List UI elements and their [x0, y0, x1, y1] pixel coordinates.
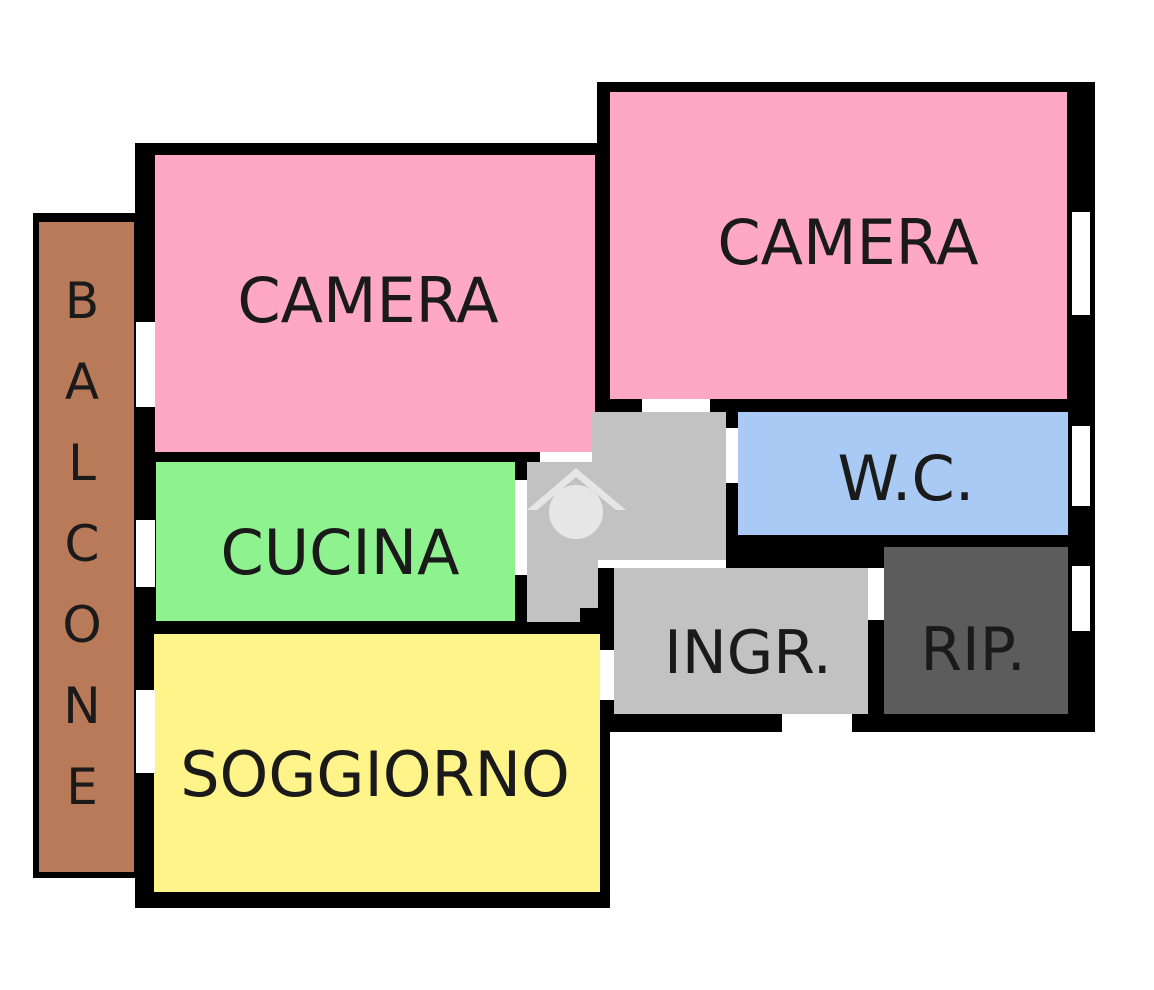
balcone-letter: O: [62, 596, 101, 654]
door-camera-left: [540, 452, 592, 462]
ingresso-label: INGR.: [664, 618, 832, 688]
door-ripostiglio: [868, 568, 884, 620]
balcone-letter: B: [65, 272, 99, 330]
passage-ingresso: [598, 560, 726, 568]
cucina-label: CUCINA: [220, 516, 459, 589]
soggiorno-label: SOGGIORNO: [180, 738, 570, 811]
window-cucina: [136, 520, 155, 587]
soggiorno-room: [154, 634, 600, 892]
door-wc: [726, 428, 738, 483]
balcone-letter: N: [63, 677, 100, 735]
balcone-letter: E: [66, 758, 98, 816]
balcone-room: [39, 222, 134, 872]
balcone-label: B A L C O N E: [62, 272, 101, 816]
window-ripostiglio: [1072, 566, 1090, 631]
wc-room: [738, 412, 1068, 535]
openings: [136, 212, 1090, 773]
camera-right-label: CAMERA: [717, 206, 978, 279]
window-wc: [1072, 426, 1090, 506]
wc-label: W.C.: [838, 442, 975, 515]
disimpegno-area: [527, 412, 726, 622]
balcone-letter: A: [65, 353, 99, 411]
cucina-room: [156, 462, 515, 621]
window-camera-left: [136, 322, 155, 407]
entrance-door: [782, 714, 852, 734]
camera-left-label: CAMERA: [237, 264, 498, 337]
camera-left-room: [155, 155, 595, 452]
window-camera-right: [1072, 212, 1090, 315]
ripostiglio-room: [884, 547, 1068, 714]
house-watermark-icon: [527, 468, 626, 539]
window-soggiorno: [136, 690, 155, 773]
door-camera-right: [642, 399, 710, 412]
ingresso-room: [614, 568, 868, 714]
ripostiglio-label: RIP.: [920, 615, 1025, 685]
balcone-letter: L: [68, 434, 96, 492]
door-soggiorno: [600, 650, 614, 700]
balcone-letter: C: [65, 515, 100, 573]
camera-right-room: [610, 92, 1067, 399]
door-cucina: [515, 480, 527, 575]
